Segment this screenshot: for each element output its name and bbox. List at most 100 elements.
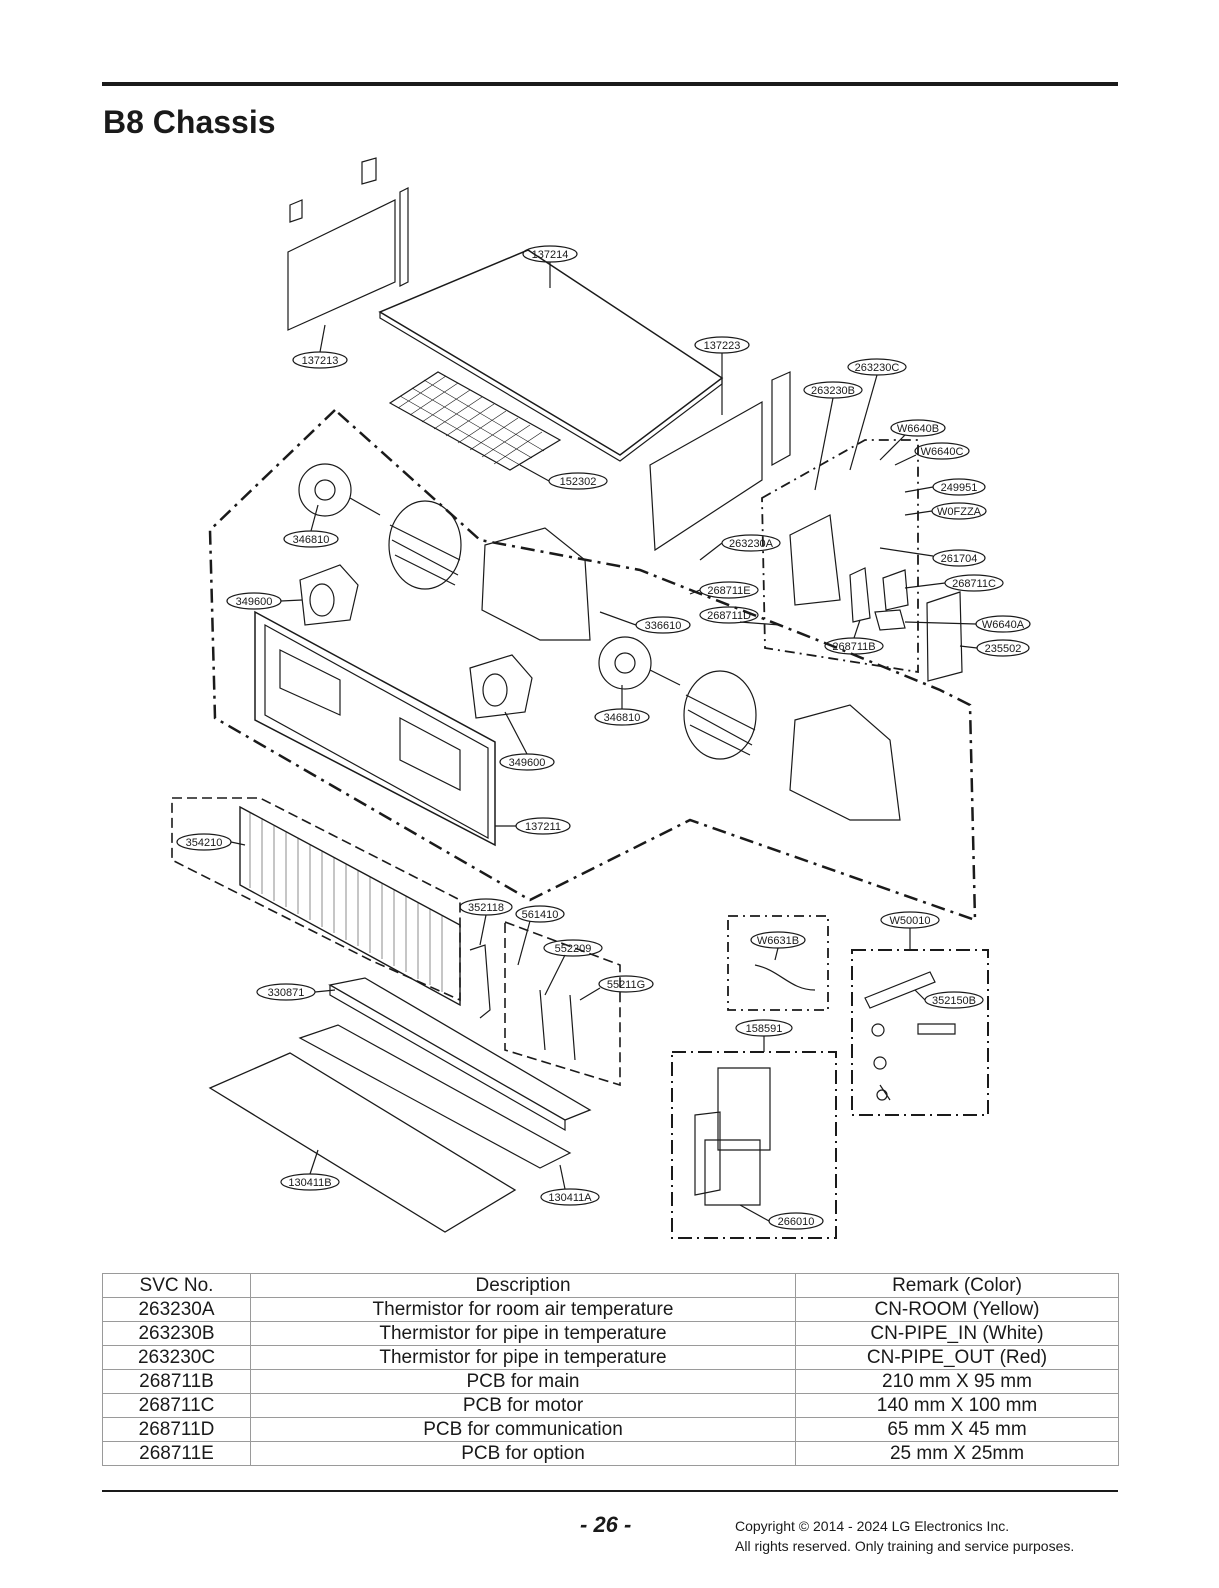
remark-cell: 210 mm X 95 mm bbox=[795, 1369, 1119, 1394]
heat-exchanger-outline bbox=[171, 797, 461, 1002]
svc-no-cell: 263230B bbox=[102, 1321, 251, 1346]
header-description: Description bbox=[250, 1273, 796, 1298]
callout-130411A: 130411A bbox=[540, 1164, 600, 1206]
svg-text:346810: 346810 bbox=[604, 712, 641, 724]
svg-text:263230C: 263230C bbox=[855, 362, 900, 374]
svg-text:349600: 349600 bbox=[236, 596, 273, 608]
remark-cell: 140 mm X 100 mm bbox=[795, 1393, 1119, 1418]
header-svc-no: SVC No. bbox=[102, 1273, 251, 1298]
callout-268711E: 268711E bbox=[689, 581, 759, 599]
svg-text:W50010: W50010 bbox=[890, 915, 931, 927]
callout-130411B: 130411B bbox=[280, 1149, 340, 1191]
bottom-panel-b bbox=[208, 1052, 517, 1233]
table-row: 268711E PCB for option 25 mm X 25mm bbox=[102, 1441, 1119, 1466]
callout-561410: 561410 bbox=[515, 905, 565, 966]
callout-552209: 552209 bbox=[543, 939, 603, 996]
description-cell: PCB for option bbox=[250, 1441, 796, 1466]
svg-text:158591: 158591 bbox=[746, 1023, 783, 1035]
callout-152302: 152302 bbox=[519, 464, 608, 490]
callout-346810-left: 346810 bbox=[283, 504, 339, 548]
callout-352118: 352118 bbox=[459, 898, 513, 946]
callout-336610: 336610 bbox=[599, 611, 691, 634]
callout-268711C: 268711C bbox=[904, 574, 1004, 592]
svg-text:352150B: 352150B bbox=[932, 995, 976, 1007]
callout-137223: 137223 bbox=[694, 336, 750, 415]
rights-line: All rights reserved. Only training and s… bbox=[735, 1538, 1075, 1554]
drain-pan bbox=[328, 977, 592, 1121]
table-row: 268711B PCB for main 210 mm X 95 mm bbox=[102, 1369, 1119, 1394]
svg-text:249951: 249951 bbox=[941, 482, 978, 494]
control-panel-plate bbox=[649, 400, 763, 552]
fan-bracket-left bbox=[299, 564, 359, 626]
description-cell: Thermistor for pipe in temperature bbox=[250, 1321, 796, 1346]
callout-330871: 330871 bbox=[256, 983, 336, 1001]
callout-137211: 137211 bbox=[495, 817, 571, 835]
svg-text:268711B: 268711B bbox=[832, 641, 875, 653]
svg-text:268711D: 268711D bbox=[707, 610, 751, 622]
callout-55211G: 55211G bbox=[579, 975, 654, 1001]
svg-text:349600: 349600 bbox=[509, 757, 546, 769]
svg-text:330871: 330871 bbox=[268, 987, 305, 999]
callout-W6640C: W6640C bbox=[894, 442, 970, 466]
svg-text:263230A: 263230A bbox=[729, 538, 774, 550]
description-cell: PCB for motor bbox=[250, 1393, 796, 1418]
chassis-front-panel bbox=[254, 610, 496, 847]
heat-exchanger bbox=[239, 805, 461, 1007]
svg-text:336610: 336610 bbox=[645, 620, 682, 632]
fan-motor-right bbox=[598, 636, 652, 690]
svg-text:561410: 561410 bbox=[522, 909, 559, 921]
callout-263230A: 263230A bbox=[699, 534, 781, 561]
cable-box bbox=[727, 915, 829, 1011]
svg-text:152302: 152302 bbox=[560, 476, 597, 488]
callout-346810-right: 346810 bbox=[594, 685, 650, 726]
bottom-panel-a bbox=[298, 1024, 572, 1169]
svg-text:261704: 261704 bbox=[941, 553, 978, 565]
svc-no-cell: 268711B bbox=[102, 1369, 251, 1394]
bottom-rule bbox=[102, 1490, 1118, 1492]
top-panel bbox=[378, 249, 724, 456]
fan-motor-left bbox=[298, 463, 352, 517]
callout-352150B: 352150B bbox=[914, 989, 984, 1009]
svg-text:W6640C: W6640C bbox=[921, 446, 964, 458]
header-remark: Remark (Color) bbox=[795, 1273, 1119, 1298]
callout-158591: 158591 bbox=[735, 1019, 793, 1052]
blower-housing-left bbox=[481, 527, 591, 641]
svg-text:137211: 137211 bbox=[525, 821, 561, 833]
parts-table: SVC No. Description Remark (Color) 26323… bbox=[102, 1273, 1119, 1466]
svc-no-cell: 263230A bbox=[102, 1297, 251, 1322]
callout-W50010: W50010 bbox=[880, 911, 940, 950]
remark-cell: CN-ROOM (Yellow) bbox=[795, 1297, 1119, 1322]
description-cell: Thermistor for pipe in temperature bbox=[250, 1345, 796, 1370]
description-cell: Thermistor for room air temperature bbox=[250, 1297, 796, 1322]
callout-W6631B: W6631B bbox=[750, 931, 806, 961]
remark-cell: 25 mm X 25mm bbox=[795, 1441, 1119, 1466]
table-row: 263230B Thermistor for pipe in temperatu… bbox=[102, 1321, 1119, 1346]
svg-text:55211G: 55211G bbox=[607, 979, 645, 991]
blower-housing-right bbox=[789, 704, 901, 821]
callout-268711B: 268711B bbox=[824, 619, 884, 655]
table-row: 268711D PCB for communication 65 mm X 45… bbox=[102, 1417, 1119, 1442]
svg-text:268711E: 268711E bbox=[707, 585, 750, 597]
svg-text:W6640B: W6640B bbox=[897, 423, 939, 435]
svg-text:268711C: 268711C bbox=[952, 578, 996, 590]
remark-cell: CN-PIPE_IN (White) bbox=[795, 1321, 1119, 1346]
callout-261704: 261704 bbox=[879, 547, 986, 567]
copyright-line: Copyright © 2014 - 2024 LG Electronics I… bbox=[735, 1518, 1010, 1534]
description-cell: PCB for communication bbox=[250, 1417, 796, 1442]
callout-137213: 137213 bbox=[292, 324, 348, 369]
callout-268711D: 268711D bbox=[699, 606, 781, 626]
page-number: - 26 - bbox=[580, 1512, 632, 1537]
main-assembly-outline bbox=[208, 408, 977, 922]
remark-cell: 65 mm X 45 mm bbox=[795, 1417, 1119, 1442]
callout-W0FZZA: W0FZZA bbox=[904, 502, 987, 520]
remark-cell: CN-PIPE_OUT (Red) bbox=[795, 1345, 1119, 1370]
blower-wheel-right bbox=[683, 670, 757, 760]
svg-text:137214: 137214 bbox=[532, 249, 569, 261]
callout-263230C: 263230C bbox=[847, 358, 907, 471]
svg-text:266010: 266010 bbox=[778, 1216, 815, 1228]
copyright-notice: Copyright © 2014 - 2024 LG Electronics I… bbox=[735, 1516, 1074, 1556]
svg-text:130411A: 130411A bbox=[548, 1192, 592, 1204]
electrical-box-outline bbox=[761, 439, 919, 674]
page-title: B8 Chassis bbox=[103, 104, 276, 140]
svg-text:W6640A: W6640A bbox=[982, 619, 1025, 631]
